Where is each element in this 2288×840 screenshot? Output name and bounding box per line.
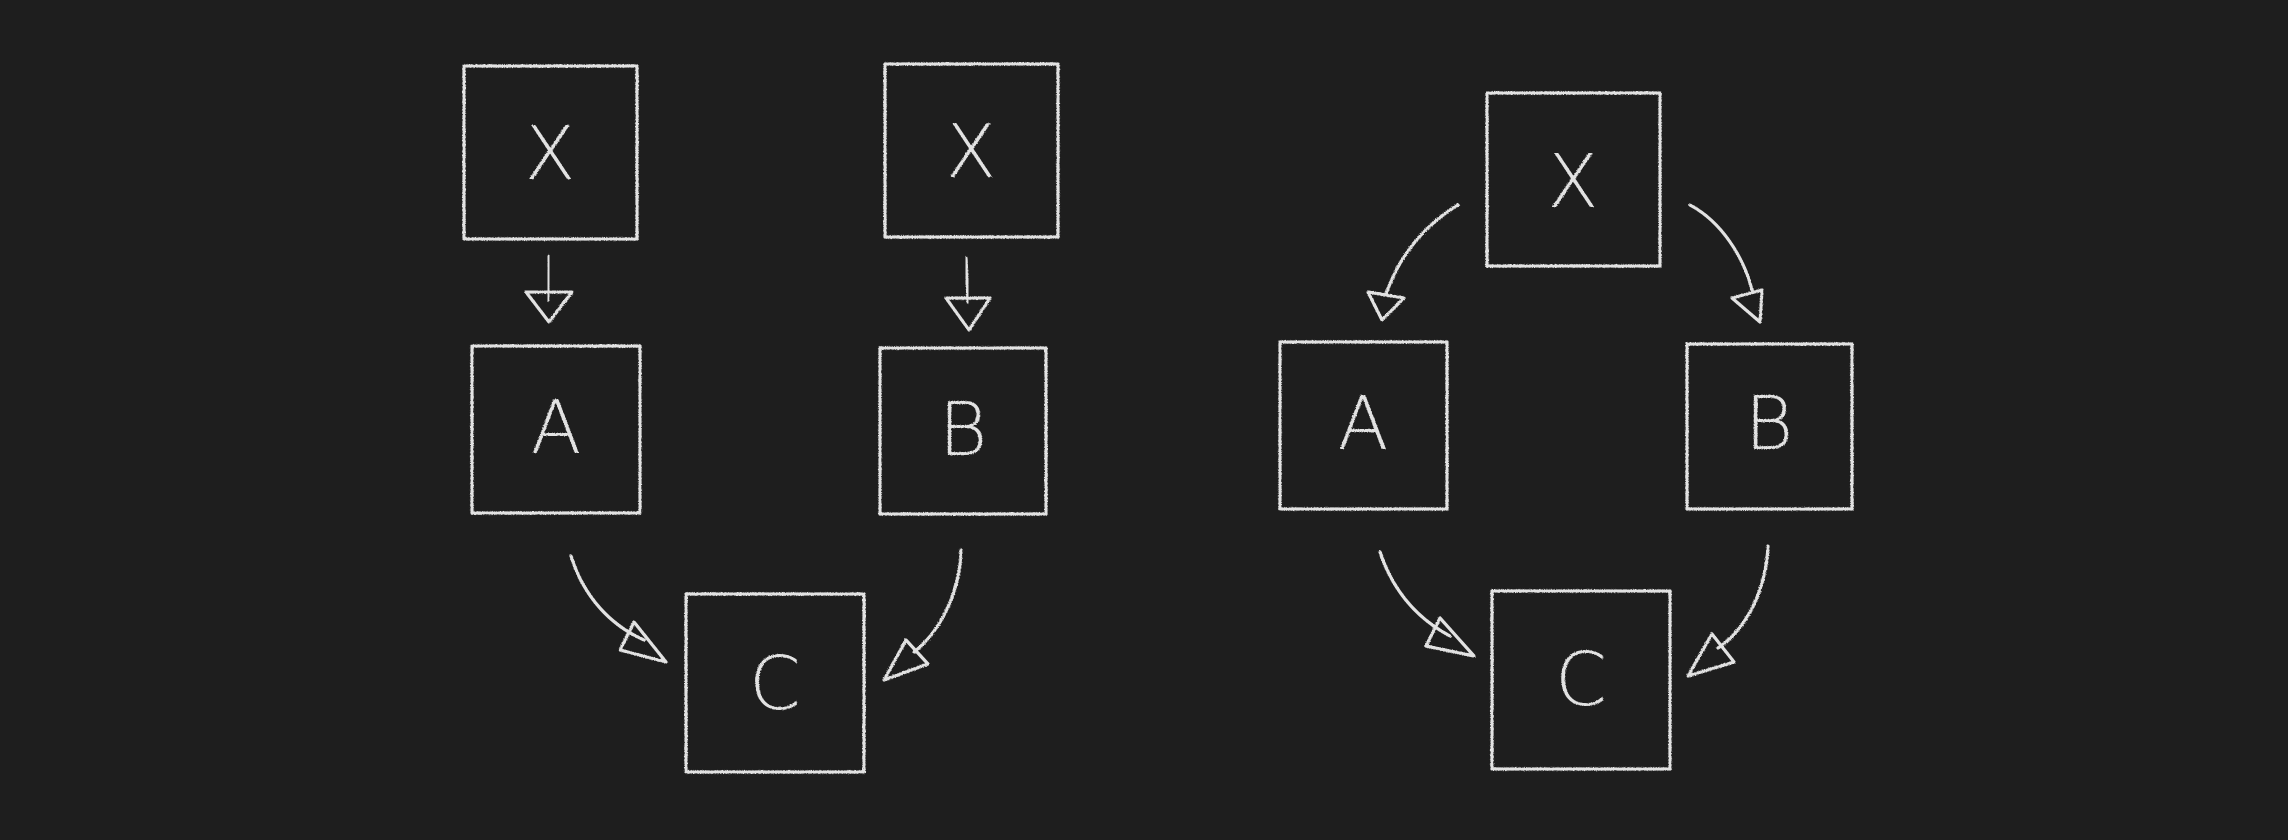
node-a-label: A <box>531 385 582 471</box>
node-x-box <box>1485 91 1662 268</box>
edge-b-to-c-arrowhead <box>1686 632 1736 678</box>
edge-x-to-b-line <box>1688 203 1754 292</box>
edge-x1-to-a <box>524 254 574 324</box>
edge-b-to-c-line <box>912 548 963 654</box>
node-b-label: B <box>939 387 987 473</box>
edge-a-to-c-arrowhead <box>1424 616 1476 658</box>
node-a: A <box>470 344 642 515</box>
edge-b-to-c-line <box>1716 544 1770 650</box>
node-c-label: C <box>1555 637 1607 723</box>
node-x: X <box>1485 91 1662 268</box>
edge-a-to-c-line <box>1378 550 1452 638</box>
edge-b-to-c <box>882 548 963 682</box>
edge-x-to-a-arrowhead <box>1366 290 1406 322</box>
edge-x2-to-b-line <box>964 256 970 304</box>
node-x2: X <box>883 62 1060 239</box>
edge-x-to-b-arrowhead <box>1730 288 1764 324</box>
edge-a-to-c-arrowhead <box>618 620 668 664</box>
node-c-label: C <box>749 641 801 727</box>
diagram-shared-source: X A B C <box>1278 91 1854 771</box>
node-c: C <box>684 592 866 774</box>
node-c-box <box>684 592 866 774</box>
node-x-label: X <box>1548 139 1599 225</box>
edge-b-to-c-arrowhead <box>882 638 930 682</box>
node-a-label: A <box>1338 381 1389 467</box>
node-b-box <box>878 346 1048 516</box>
node-x2-label: X <box>946 109 997 195</box>
edge-x2-to-b <box>944 256 992 332</box>
node-a-box <box>1278 340 1449 511</box>
node-b: B <box>878 346 1048 516</box>
edge-x1-to-a-arrowhead <box>524 290 574 324</box>
edge-x-to-a <box>1366 203 1460 322</box>
edge-a-to-c <box>569 554 668 664</box>
node-b-box <box>1685 342 1854 511</box>
node-b-label: B <box>1745 381 1793 467</box>
edge-a-to-c <box>1378 550 1476 658</box>
node-a-box <box>470 344 642 515</box>
node-x2-box <box>883 62 1060 239</box>
diagram-separate-sources: X X A B C <box>462 62 1060 774</box>
node-x1-box <box>462 64 639 241</box>
node-c: C <box>1490 589 1672 771</box>
node-b: B <box>1685 342 1854 511</box>
node-a: A <box>1278 340 1449 511</box>
edge-b-to-c <box>1686 544 1770 678</box>
node-c-box <box>1490 589 1672 771</box>
edge-x2-to-b-arrowhead <box>944 296 992 332</box>
edge-x-to-b <box>1688 203 1764 324</box>
edge-x-to-a-line <box>1384 203 1460 296</box>
edge-a-to-c-line <box>569 554 646 642</box>
node-x1: X <box>462 64 639 241</box>
node-x1-label: X <box>525 111 576 197</box>
